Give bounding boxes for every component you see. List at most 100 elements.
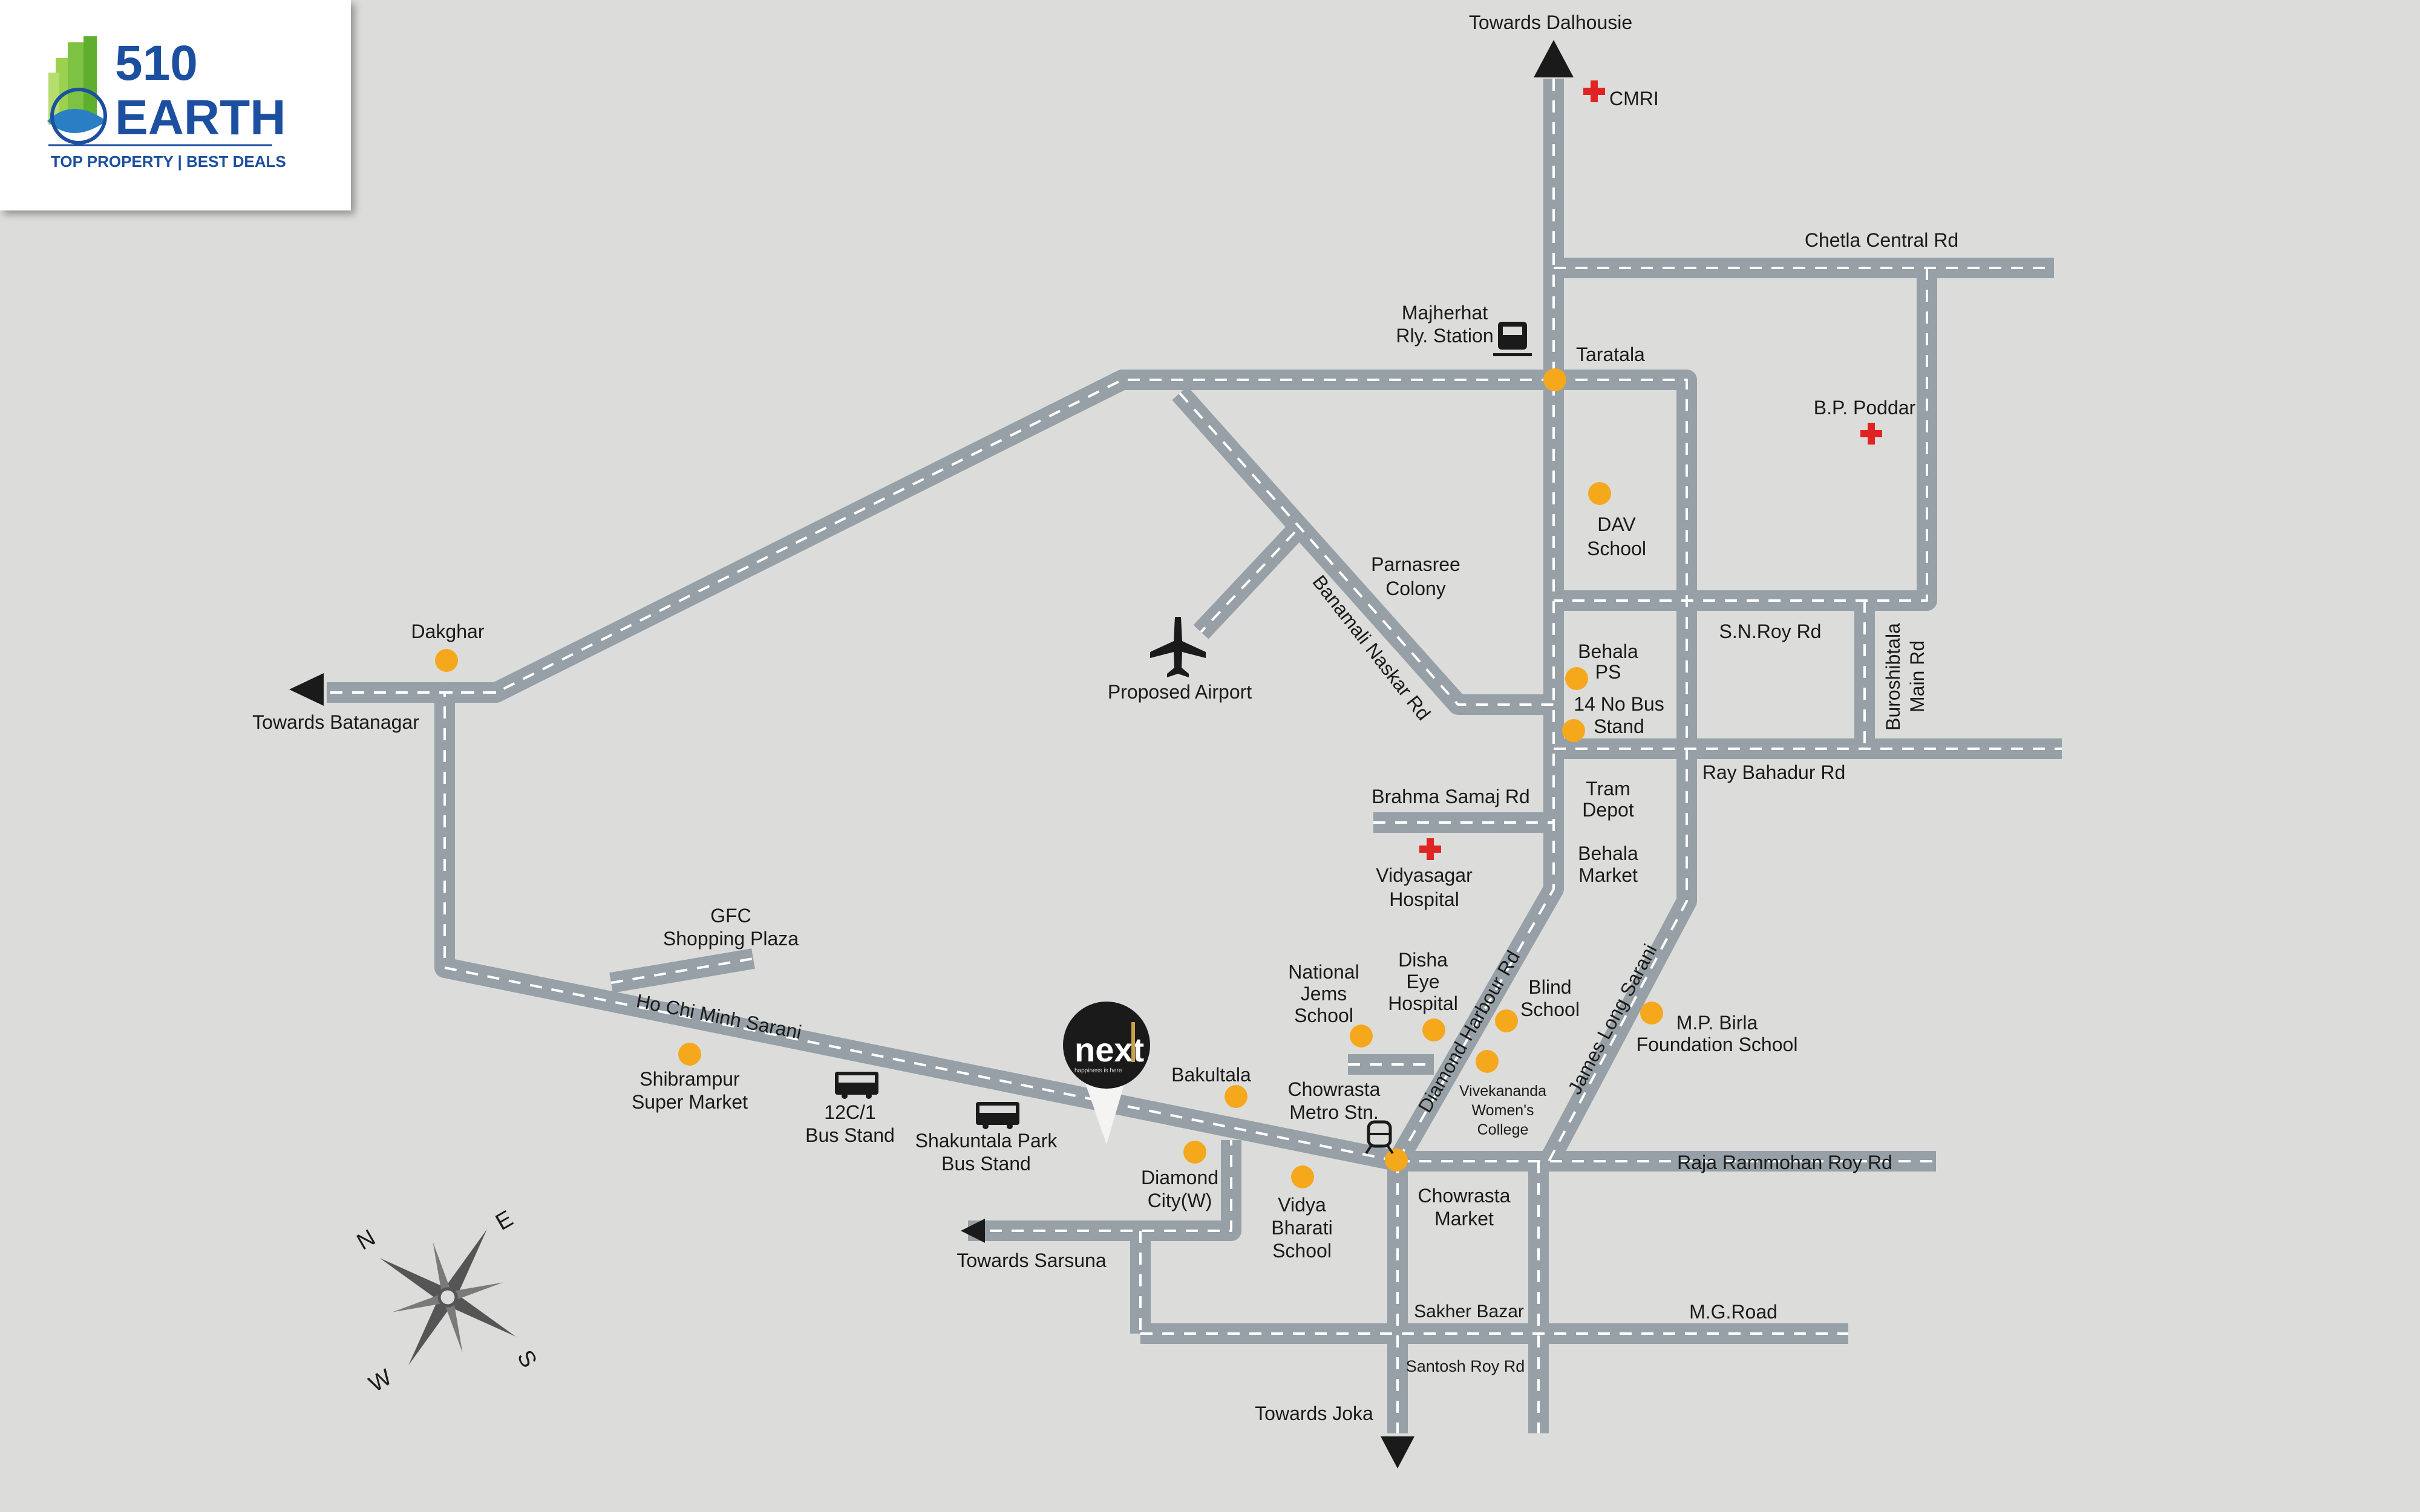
label-towards-dalhousie: Towards Dalhousie [1469, 11, 1632, 33]
label-parnasree-1: Parnasree [1371, 553, 1460, 575]
label-vivek-1: Vivekananda [1459, 1083, 1546, 1100]
label-disha-3: Hospital [1388, 992, 1458, 1014]
label-airport: Proposed Airport [1108, 681, 1252, 703]
compass-rose-icon [379, 1229, 516, 1366]
label-bus14-1: 14 No Bus [1574, 693, 1664, 715]
poi-shibrampur-dot [678, 1043, 701, 1066]
label-shibrampur-1: Shibrampur [639, 1068, 740, 1090]
logo-tagline: TOP PROPERTY | BEST DEALS [51, 152, 286, 171]
hospital-vidyasagar-icon [1419, 838, 1441, 860]
label-parnasree-2: Colony [1385, 578, 1446, 599]
label-behalaps-1: Behala [1578, 640, 1638, 662]
label-vidyasagar-2: Hospital [1389, 888, 1459, 910]
label-majherhat-1: Majherhat [1402, 302, 1488, 324]
label-behalamkt-1: Behala [1578, 842, 1638, 864]
direction-arrows [289, 40, 1574, 1468]
poi-markers [435, 368, 1663, 1188]
arrow-west-icon [289, 673, 324, 706]
compass-w: W [365, 1364, 396, 1397]
label-chowrastamkt-1: Chowrasta [1418, 1185, 1511, 1207]
label-mpbirla-2: Foundation School [1637, 1034, 1798, 1055]
logo-line2: EARTH [115, 90, 286, 145]
arrow-southwest-icon [961, 1219, 985, 1243]
poi-mpbirla-dot [1640, 1002, 1663, 1025]
label-majherhat-2: Rly. Station [1396, 325, 1493, 347]
poi-taratala-dot [1543, 368, 1566, 391]
label-gfc-2: Shopping Plaza [663, 928, 799, 950]
hospital-markers [1419, 80, 1882, 860]
label-chowrastametro-1: Chowrasta [1288, 1078, 1381, 1100]
label-behalamkt-2: Market [1578, 864, 1638, 886]
label-vivek-3: College [1477, 1121, 1529, 1138]
road-batanagar [434, 682, 1400, 1171]
label-bakultala: Bakultala [1171, 1064, 1251, 1086]
label-mpbirla-1: M.P. Birla [1676, 1012, 1758, 1034]
hospital-cmri-icon [1583, 80, 1605, 102]
label-national-2: Jems [1301, 983, 1347, 1005]
label-dakghar: Dakghar [411, 621, 485, 642]
road-label-raybahadur: Ray Bahadur Rd [1702, 761, 1846, 783]
poi-dakghar-dot [435, 649, 458, 672]
road-west-loop [327, 370, 1554, 703]
label-towards-batanagar: Towards Batanagar [252, 711, 419, 733]
compass-n: N [353, 1225, 380, 1255]
road-label-buroshibtala-1: Buroshibtala [1882, 623, 1904, 731]
label-dav-2: School [1587, 538, 1646, 559]
compass-e: E [491, 1206, 517, 1236]
label-diamondcity-1: Diamond [1141, 1167, 1218, 1188]
poi-behala-ps-dot [1565, 667, 1588, 690]
label-chowrastametro-2: Metro Stn. [1289, 1101, 1379, 1123]
compass-s: S [512, 1346, 541, 1372]
poi-national-dot [1350, 1025, 1373, 1048]
arrow-south-icon [1381, 1436, 1414, 1468]
label-dav-1: DAV [1597, 513, 1636, 535]
bus-12c-icon [835, 1072, 878, 1099]
poi-blind-dot [1495, 1009, 1518, 1032]
logo-line1: 510 [115, 36, 198, 91]
road-label-rajarammohan: Raja Rammohan Roy Rd [1677, 1152, 1892, 1173]
road-label-snroy: S.N.Roy Rd [1719, 621, 1822, 642]
label-taratala: Taratala [1576, 344, 1645, 365]
poi-chowrasta-dot [1385, 1149, 1408, 1171]
label-vidyasagar-1: Vidyasagar [1376, 864, 1473, 886]
label-diamondcity-2: City(W) [1148, 1190, 1212, 1211]
label-disha-1: Disha [1398, 949, 1448, 971]
label-blind-2: School [1520, 999, 1580, 1020]
hospital-bppoddar-icon [1860, 423, 1882, 445]
label-bus12c-1: 12C/1 [824, 1101, 875, 1123]
label-towards-sarsuna: Towards Sarsuna [957, 1250, 1106, 1271]
road-label-brahmasamaj: Brahma Samaj Rd [1372, 786, 1529, 807]
label-behalaps-2: PS [1595, 661, 1621, 683]
poi-dav-dot [1588, 482, 1611, 505]
project-tagline: happiness is here [1074, 1067, 1122, 1074]
poi-bakultala-dot [1225, 1085, 1248, 1108]
metro-icon [1365, 1120, 1394, 1155]
label-vivek-2: Women's [1472, 1102, 1534, 1119]
label-cmri: CMRI [1609, 88, 1659, 109]
project-pin: next happiness is here [1063, 1002, 1150, 1144]
label-disha-2: Eye [1406, 971, 1439, 992]
road-label-chetla: Chetla Central Rd [1805, 229, 1958, 251]
poi-vivek-dot [1476, 1050, 1499, 1073]
label-vidyabharati-1: Vidya [1278, 1194, 1326, 1216]
logo: 510 EARTH TOP PROPERTY | BEST DEALS [47, 36, 286, 171]
road-label-santosh: Santosh Roy Rd [1406, 1357, 1525, 1375]
road-label-mgroad: M.G.Road [1689, 1301, 1777, 1323]
label-bus14-2: Stand [1594, 715, 1644, 737]
label-shakuntala-2: Bus Stand [941, 1153, 1031, 1175]
label-bppoddar: B.P. Poddar [1814, 397, 1916, 419]
poi-diamondcity-dot [1183, 1141, 1206, 1164]
train-icon [1493, 322, 1532, 356]
bus-shakuntala-icon [976, 1102, 1019, 1129]
road-label-sakher: Sakher Bazar [1414, 1302, 1524, 1321]
label-tram-2: Depot [1582, 799, 1634, 821]
road-network [327, 79, 2062, 1433]
label-chowrastamkt-2: Market [1434, 1208, 1494, 1230]
airplane-icon [1150, 617, 1206, 677]
label-shakuntala-1: Shakuntala Park [915, 1130, 1058, 1152]
label-tram-1: Tram [1586, 778, 1630, 800]
arrow-north-icon [1534, 40, 1574, 77]
logo-panel: 510 EARTH TOP PROPERTY | BEST DEALS [0, 0, 351, 210]
label-gfc-1: GFC [710, 905, 751, 927]
